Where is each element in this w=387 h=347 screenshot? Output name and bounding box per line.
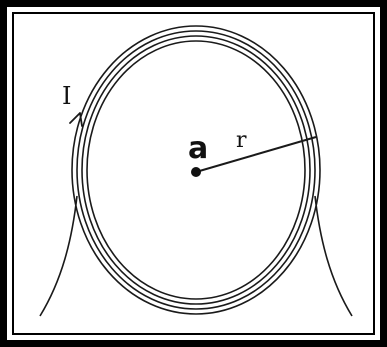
coil-windings bbox=[71, 25, 321, 315]
radius-label: r bbox=[236, 128, 247, 153]
radius-line bbox=[195, 136, 317, 173]
coil-loop-3 bbox=[81, 35, 311, 305]
current-arrow-icon bbox=[69, 112, 83, 127]
left-lead-wire bbox=[39, 195, 78, 317]
center-label: a bbox=[188, 131, 208, 166]
right-lead-wire bbox=[314, 195, 353, 317]
coil-loop-2 bbox=[76, 30, 316, 310]
current-label: I bbox=[62, 82, 71, 110]
coil-loop-outer bbox=[71, 25, 321, 315]
center-dot bbox=[191, 167, 201, 177]
coil-loop-inner bbox=[86, 40, 306, 300]
inner-frame bbox=[12, 12, 375, 335]
